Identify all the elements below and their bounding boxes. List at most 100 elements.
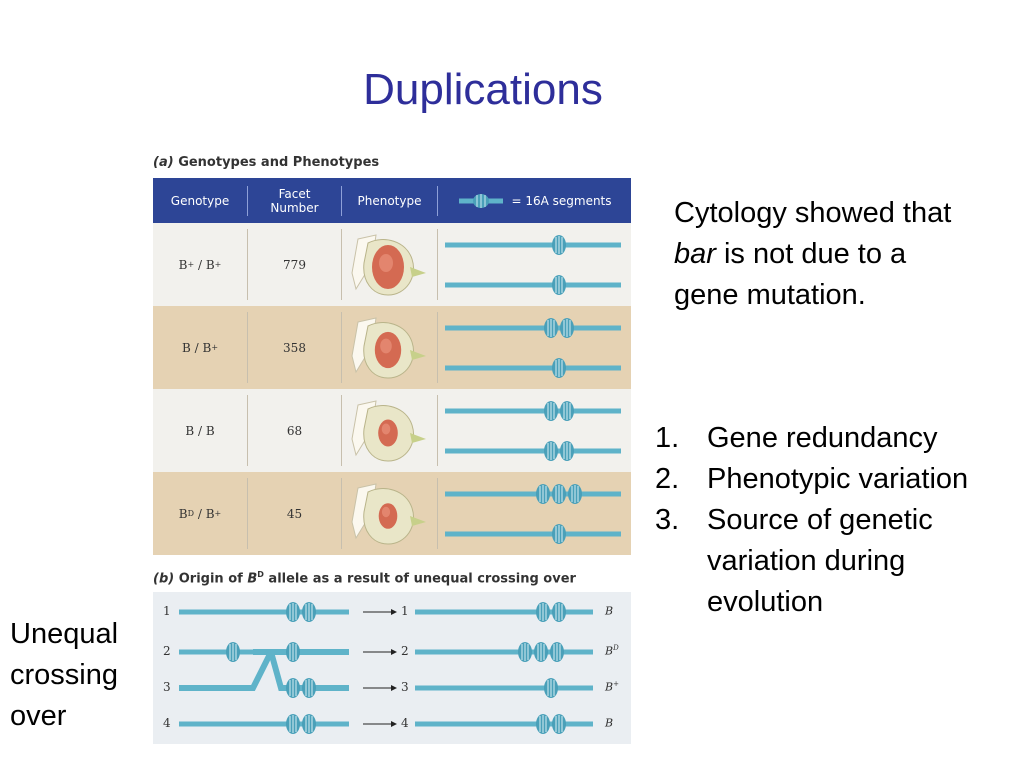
part-a-prefix: (a) [153,155,174,170]
genotype-figure: (a) Genotypes and Phenotypes Genotype Fa… [150,150,634,750]
part-b-allele: B [247,571,258,587]
table-row: B / B 68 [153,389,631,472]
segment-16a [544,678,558,698]
list-text: Phenotypic variation [707,463,969,495]
segment-16a [544,441,558,461]
segment-16a [536,714,550,734]
segment-16a [286,678,300,698]
table-row: B+ / B+779 [153,223,631,306]
genotype-sup-a: + [187,260,195,269]
header-genotype: Genotype [170,193,230,208]
list-text: Source of genetic variation during evolu… [707,504,933,618]
result-row-label: 2 [401,644,409,658]
note-line-1: Unequal [10,618,119,650]
result-row-label: 3 [401,680,409,694]
genotype-cell: B / B+ [153,306,247,389]
table-header: Genotype Facet Number Phenotype = 16A se… [153,178,631,223]
cytology-line-2: bar is not due to a [674,234,1014,275]
header-facet-number: Facet Number [248,178,341,223]
genotype-slash: / [190,340,203,355]
part-b-caption-text-2: allele as a result of unequal crossing o… [268,571,576,587]
legend-text: = 16A segments [511,193,612,208]
crossing-row-label: 2 [163,644,171,658]
segment-16a [552,714,566,734]
genotype-slash: / [194,257,206,272]
genotype-allele-a: B [185,423,195,438]
crossing-over-diagram [179,602,593,734]
fly-eye-icon [351,317,426,379]
list-item: 3. Source of genetic variation during evo… [655,500,1020,623]
unequal-crossing-note: Unequal crossing over [10,614,150,737]
part-a-caption-text: Genotypes and Phenotypes [178,155,380,170]
genotype-sup-b: + [214,509,222,518]
segment-16a [560,401,574,421]
result-allele-letter: B [605,644,614,658]
note-line-2: crossing [10,659,118,691]
cytology-line-3: gene mutation. [674,279,866,311]
segment-16a [534,642,548,662]
table-row: B / B+358 [153,306,631,389]
genotype-allele-b: B [202,340,212,355]
result-allele: B [605,604,613,618]
segment-16a [552,275,566,295]
segment-16a [552,484,566,504]
genotype-allele-b: B [205,423,215,438]
part-b-allele-sup: D [257,570,264,579]
header-facet-line2: Number [270,200,319,215]
chromosome-pair [445,401,621,461]
list-number: 3. [655,504,680,536]
crossing-row-label: 1 [163,604,171,618]
chromosome-pair [445,318,621,378]
chromosome-pair [445,235,621,295]
result-allele: BD [605,644,619,658]
genotype-slash: / [194,423,206,438]
list-number: 1. [655,422,680,454]
segment-16a [560,318,574,338]
segment-legend-icon [459,193,504,208]
slide-title: Duplications [363,65,603,114]
part-b-caption: (b) Origin of BD allele as a result of u… [153,570,576,586]
genotype-allele-a: B [178,257,188,272]
segment-16a [544,401,558,421]
segment-16a [544,318,558,338]
result-allele-letter: B [605,680,614,694]
facet-number-cell: 45 [286,506,303,521]
segment-16a [226,642,240,662]
segment-16a [568,484,582,504]
segment-16a [302,678,316,698]
part-a-caption: (a) Genotypes and Phenotypes [153,155,379,170]
part-b-caption-text-1: Origin of [178,571,243,587]
genotype-allele-b: B [205,257,215,272]
segment-16a [518,642,532,662]
genotype-sup-b: + [211,343,219,352]
segment-16a [552,358,566,378]
segment-16a [286,714,300,734]
fly-eye-icon [351,400,426,462]
header-phenotype: Phenotype [357,193,422,208]
list-item: 2. Phenotypic variation [655,459,1020,500]
genotype-cell: B / B [153,389,247,472]
fly-eye-icon [351,483,426,545]
list-number: 2. [655,463,680,495]
facet-number-cell: 779 [283,257,306,272]
segment-16a [286,602,300,622]
segment-16a [302,602,316,622]
result-allele: B+ [605,680,619,694]
segment-16a [302,714,316,734]
genotype-allele-a: B [181,340,191,355]
cytology-text: Cytology showed that bar is not due to a… [674,193,1014,316]
fly-eye-icon [351,234,426,296]
genotype-sup-b: + [214,260,222,269]
list-text: Gene redundancy [707,422,938,454]
cytology-line-2-rest: is not due to a [715,238,907,270]
cytology-italic: bar [674,238,716,270]
segment-16a [286,642,300,662]
significance-list: 1. Gene redundancy 2. Phenotypic variation… [655,418,1020,623]
facet-number-cell: 68 [286,423,303,438]
result-allele-sup: + [613,680,619,688]
facet-number-cell: 358 [283,340,306,355]
genotype-allele-b: B [205,506,215,521]
